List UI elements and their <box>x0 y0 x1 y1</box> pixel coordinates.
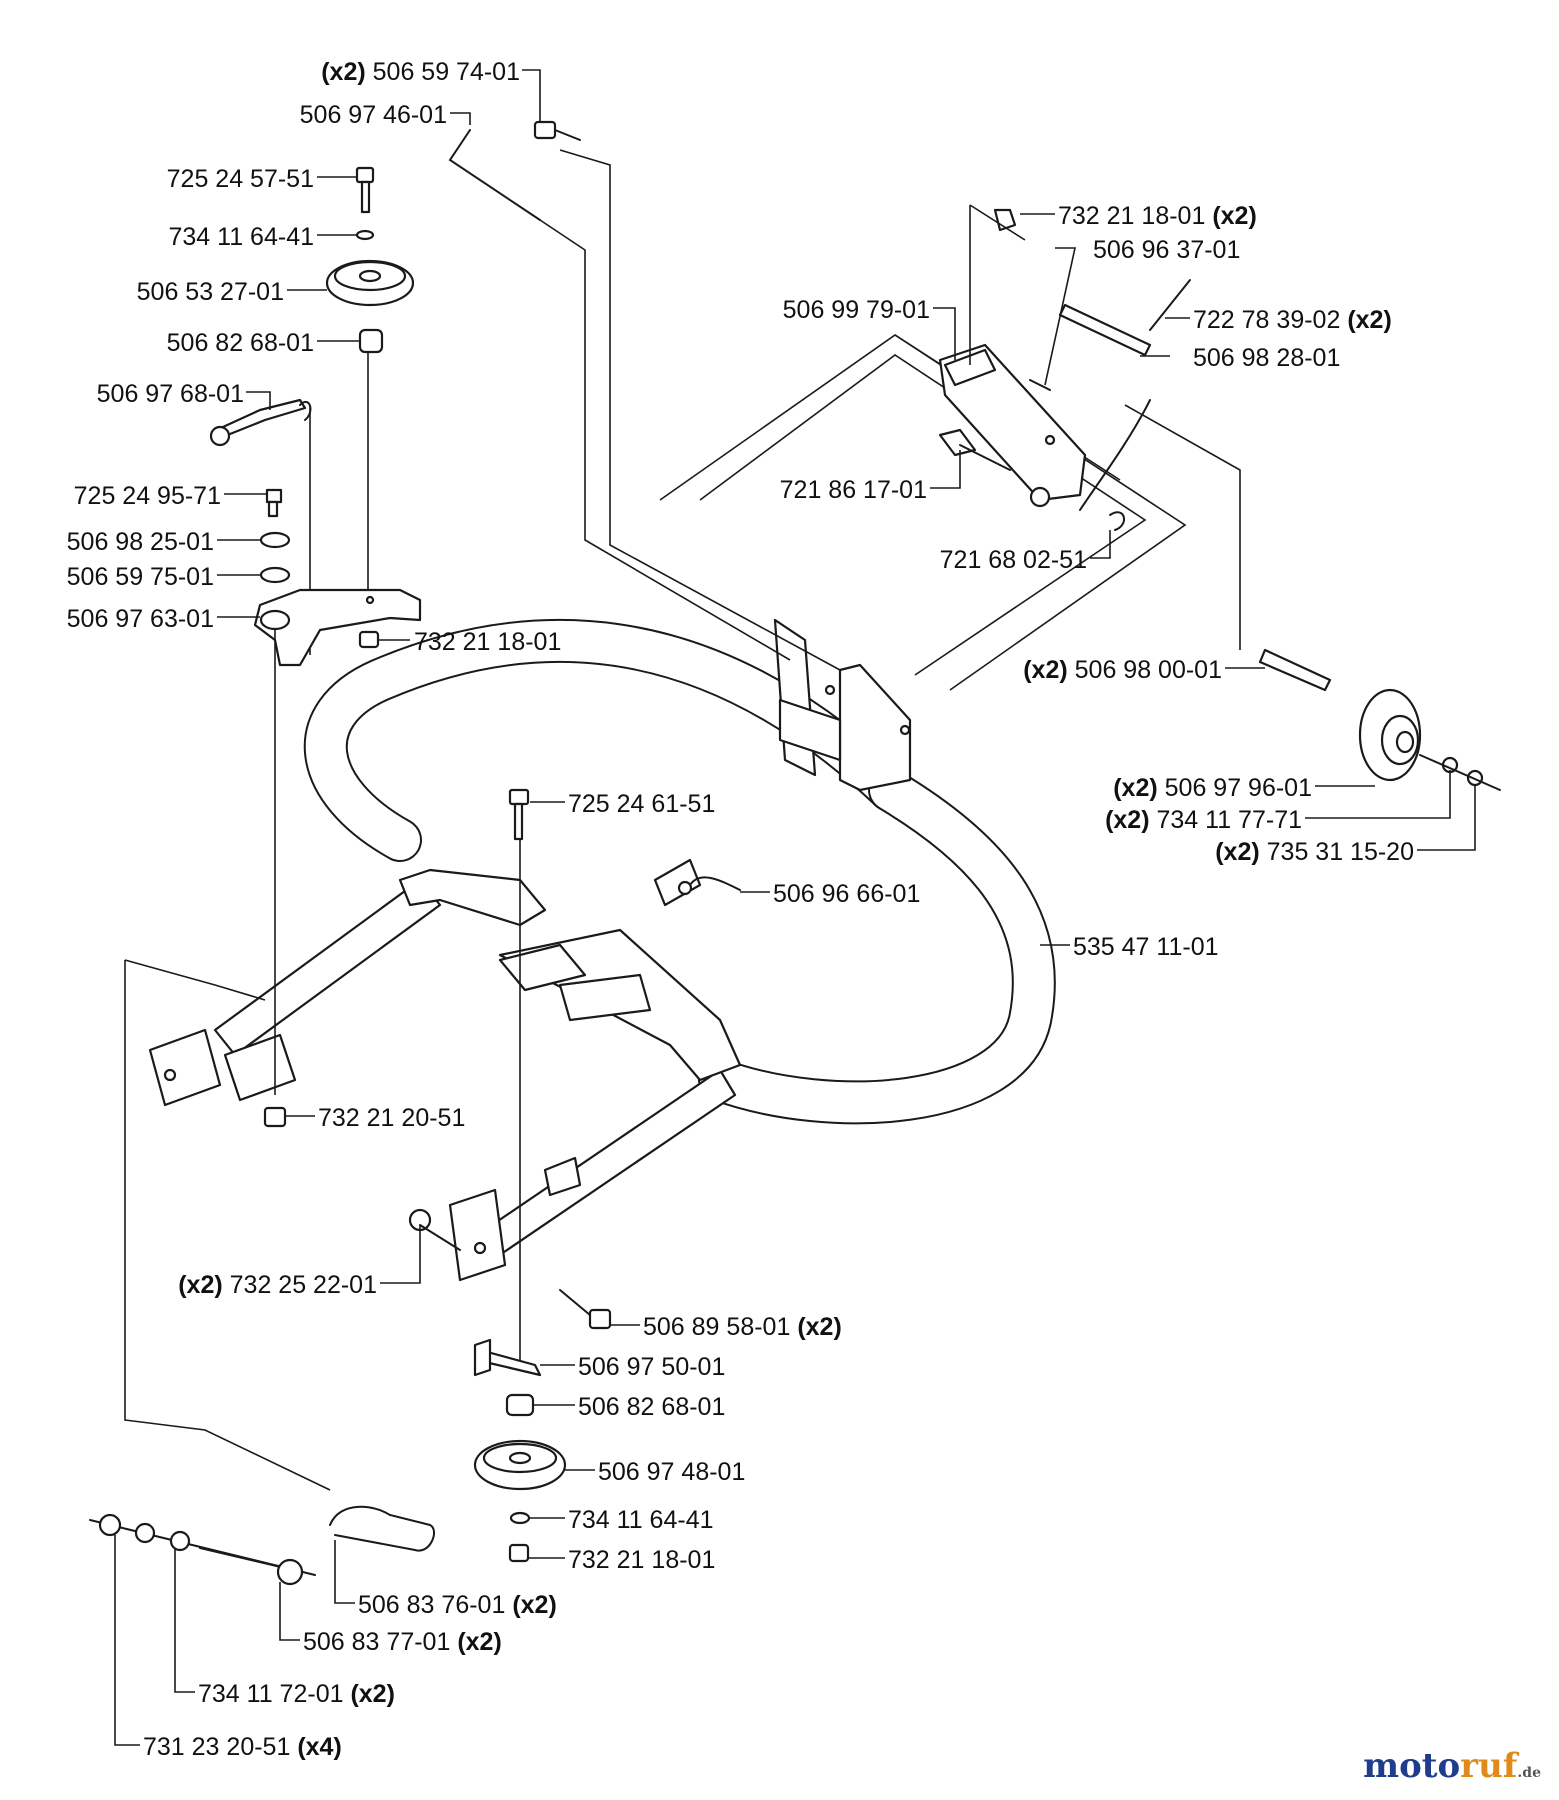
bottom-bolt <box>408 1208 612 1330</box>
label-l31: 506 82 68-01 <box>578 1393 725 1421</box>
label-l38: 731 23 20-51 (x4) <box>143 1733 342 1761</box>
label-l15: 506 99 79-01 <box>783 296 930 324</box>
label-l4: 734 11 64-41 <box>169 223 315 251</box>
label-l13: 732 21 18-01 (x2) <box>1058 202 1257 230</box>
center-pin <box>677 876 741 896</box>
handle-rod <box>448 129 841 671</box>
watermark-logo: motoruf.de <box>1363 1746 1541 1786</box>
label-l16: 722 78 39-02 (x2) <box>1193 306 1392 334</box>
label-l30: 506 97 50-01 <box>578 1353 725 1381</box>
label-l36: 506 83 77-01 (x2) <box>303 1628 502 1656</box>
label-l24: 725 24 61-51 <box>568 790 715 818</box>
label-l34: 732 21 18-01 <box>568 1546 715 1574</box>
handle-mount-plates <box>773 618 912 792</box>
spring-assembly <box>89 959 435 1586</box>
label-l5: 506 53 27-01 <box>137 278 284 306</box>
label-l22: (x2) 734 11 77-71 <box>1105 806 1302 834</box>
label-l29: 506 89 58-01 (x2) <box>643 1313 842 1341</box>
left-pulley-stack <box>209 166 422 1128</box>
label-l28: (x2) 732 25 22-01 <box>178 1271 377 1299</box>
label-l21: (x2) 506 97 96-01 <box>1113 774 1312 802</box>
label-l6: 506 82 68-01 <box>167 329 314 357</box>
label-l11: 506 97 63-01 <box>67 605 214 633</box>
label-l19: 721 68 02-51 <box>940 546 1087 574</box>
label-l33: 734 11 64-41 <box>568 1506 714 1534</box>
label-l35: 506 83 76-01 (x2) <box>358 1591 557 1619</box>
label-l20: (x2) 506 98 00-01 <box>1023 656 1222 684</box>
label-l3: 725 24 57-51 <box>167 165 314 193</box>
top-bolt <box>533 120 581 141</box>
wheel-assembly <box>1124 404 1501 791</box>
label-l8: 725 24 95-71 <box>74 482 221 510</box>
label-l14: 506 96 37-01 <box>1093 236 1240 264</box>
label-l2: 506 97 46-01 <box>300 101 447 129</box>
handle-guide <box>659 334 1187 691</box>
label-l27: 732 21 20-51 <box>318 1104 465 1132</box>
label-l9: 506 98 25-01 <box>67 528 214 556</box>
handle-bracket <box>938 204 1191 531</box>
label-l23: (x2) 735 31 15-20 <box>1215 838 1414 866</box>
label-l7: 506 97 68-01 <box>97 380 244 408</box>
label-l17: 506 98 28-01 <box>1193 344 1340 372</box>
label-l12: 732 21 18-01 <box>414 628 561 656</box>
leader-lines <box>114 69 1476 1746</box>
label-l18: 721 86 17-01 <box>780 476 927 504</box>
label-l32: 506 97 48-01 <box>598 1458 745 1486</box>
label-l1: (x2) 506 59 74-01 <box>321 58 520 86</box>
label-l25: 506 96 66-01 <box>773 880 920 908</box>
label-l26: 535 47 11-01 <box>1073 933 1219 961</box>
center-bracket <box>398 858 742 1082</box>
front-crossbar <box>148 878 737 1282</box>
bottom-pulley-stack <box>473 788 567 1563</box>
label-l37: 734 11 72-01 (x2) <box>198 1680 395 1708</box>
main-frame-tube <box>303 618 1056 1125</box>
label-l10: 506 59 75-01 <box>67 563 214 591</box>
part-labels: (x2) 506 59 74-01 506 97 46-01 725 24 57… <box>67 58 1414 1761</box>
